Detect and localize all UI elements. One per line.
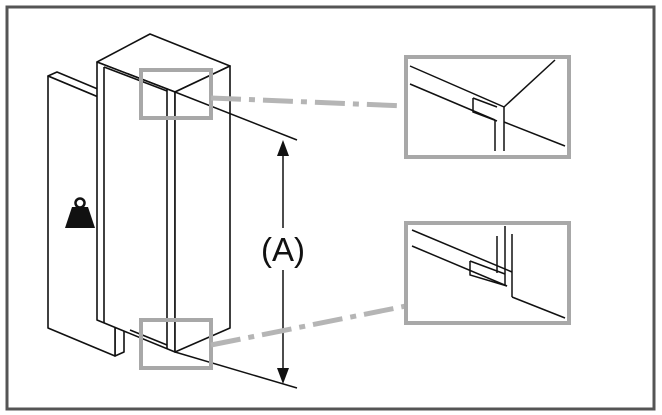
dimension-lines [174, 91, 298, 389]
highlight-top-corner [139, 68, 213, 120]
measurement-arrow [252, 140, 314, 384]
weight-icon [65, 197, 95, 228]
measurement-label: (A) [261, 231, 305, 268]
detail-bottom [404, 221, 571, 325]
detail-top [404, 55, 571, 159]
connector-lines [210, 95, 407, 348]
cabinet-body [96, 33, 231, 353]
